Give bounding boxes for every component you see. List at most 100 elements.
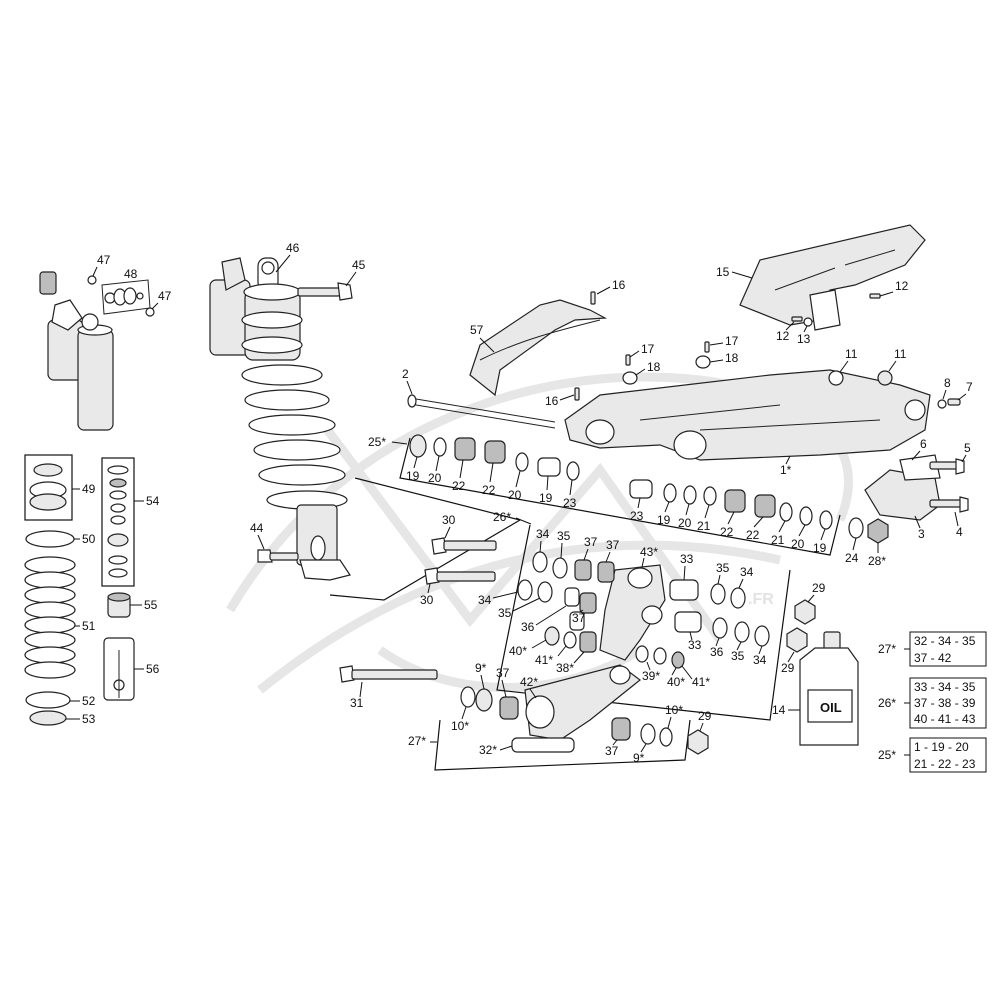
callout-8: 8 [944, 376, 951, 390]
callout-47: 47 [158, 289, 172, 303]
chain-slider-57[interactable] [469, 299, 608, 397]
bearing-row-swingarm[interactable] [409, 434, 833, 530]
callout-19: 19 [406, 469, 420, 483]
callout-55: 55 [144, 598, 158, 612]
kit-parts-line: 40 - 41 - 43 [914, 712, 976, 726]
clevis-56[interactable] [103, 637, 135, 701]
linkage-bolt-30-lower[interactable] [424, 567, 496, 585]
pullrod-bearings-27[interactable] [460, 686, 673, 753]
callout-45: 45 [352, 258, 366, 272]
seal-kit-54[interactable] [101, 457, 135, 587]
callout-41: 41* [535, 653, 553, 667]
callout-34: 34 [753, 653, 767, 667]
callout-21: 21 [771, 533, 785, 547]
callout-6: 6 [920, 437, 927, 451]
callout-20: 20 [791, 537, 805, 551]
bearing-kit-25-frame [399, 437, 841, 556]
kit-parts-line: 1 - 19 - 20 [914, 740, 969, 754]
retainer-53[interactable] [29, 710, 67, 726]
nut-28[interactable] [867, 518, 889, 544]
washer-13[interactable] [803, 317, 813, 327]
screw-12-a[interactable] [869, 293, 881, 299]
callout-15: 15 [716, 265, 730, 279]
chain-guard-15[interactable] [739, 224, 926, 331]
callout-20: 20 [508, 488, 522, 502]
plug-11-b[interactable] [877, 370, 893, 386]
pullrod-bolt-31[interactable] [339, 665, 438, 683]
spring-adjuster-49[interactable] [24, 454, 73, 521]
callout-37: 37 [496, 666, 510, 680]
callout-26: 26* [493, 510, 511, 524]
kit-name: 25* [878, 748, 896, 762]
kit-parts-line: 33 - 34 - 35 [914, 680, 976, 694]
callout-23: 23 [563, 496, 577, 510]
callout-34: 34 [536, 527, 550, 541]
screw-16-a[interactable] [590, 291, 596, 305]
valve-kit-48[interactable] [101, 279, 151, 315]
bump-stop-55[interactable] [107, 592, 131, 618]
callout-47: 47 [97, 253, 111, 267]
nut-29-c[interactable] [687, 729, 709, 755]
washer-24[interactable] [848, 517, 864, 539]
swingarm-1[interactable] [564, 369, 931, 461]
washer-47-upper[interactable] [87, 275, 97, 285]
callout-18: 18 [647, 360, 661, 374]
callout-4: 4 [956, 525, 963, 539]
callout-29: 29 [812, 581, 826, 595]
callout-17: 17 [725, 334, 739, 348]
callout-25: 25* [368, 435, 386, 449]
callout-42: 42* [520, 675, 538, 689]
clip-18-a[interactable] [622, 371, 638, 385]
callout-37: 37 [584, 535, 598, 549]
linkage-bearings-26[interactable] [517, 551, 770, 669]
rocker-43[interactable] [599, 564, 666, 661]
shock-upper-bolt[interactable] [297, 282, 353, 301]
clip-18-b[interactable] [695, 355, 711, 369]
washer-8[interactable] [937, 399, 947, 409]
bolt-4[interactable] [929, 496, 969, 513]
oil-bottle-14[interactable]: OIL [799, 631, 859, 746]
swingarm-axle-2[interactable] [407, 394, 556, 429]
callout-28: 28* [868, 554, 886, 568]
callout-22: 22 [482, 483, 496, 497]
callout-19: 19 [813, 541, 827, 555]
spring-guide-52[interactable] [25, 691, 71, 709]
plug-11-a[interactable] [828, 370, 844, 386]
chain-adjuster-3-6[interactable] [864, 454, 941, 521]
callout-35: 35 [498, 606, 512, 620]
callout-20: 20 [428, 471, 442, 485]
spring-seat-50[interactable] [25, 530, 75, 548]
shock-reservoir-detail[interactable] [39, 271, 114, 431]
bolt-5[interactable] [929, 458, 965, 475]
callout-34: 34 [740, 565, 754, 579]
callout-29: 29 [781, 661, 795, 675]
callout-51: 51 [82, 619, 96, 633]
screw-17-b[interactable] [704, 341, 710, 353]
rear-shock-absorber[interactable] [209, 257, 351, 581]
callout-22: 22 [746, 528, 760, 542]
callout-52: 52 [82, 694, 96, 708]
callout-11: 11 [845, 347, 858, 361]
callout-37: 37 [572, 611, 586, 625]
callout-12: 12 [776, 329, 790, 343]
nut-29-a[interactable] [794, 599, 816, 625]
washer-47-lower[interactable] [145, 307, 155, 317]
callout-17: 17 [641, 342, 655, 356]
callout-10: 10* [665, 703, 683, 717]
bolt-7[interactable] [947, 398, 961, 406]
callout-33: 33 [680, 552, 694, 566]
shock-lower-bolt[interactable] [257, 549, 299, 563]
screw-17-a[interactable] [625, 354, 631, 366]
spring-51[interactable] [24, 556, 76, 679]
linkage-bolt-30-upper[interactable] [431, 537, 497, 555]
callout-48: 48 [124, 267, 138, 281]
kit-parts-line: 37 - 42 [914, 651, 952, 665]
screw-12-b[interactable] [791, 316, 803, 322]
callout-27: 27* [408, 734, 426, 748]
shock-link-guide [329, 477, 522, 601]
screw-16-b[interactable] [574, 387, 580, 401]
callout-50: 50 [82, 532, 96, 546]
nut-29-b[interactable] [786, 627, 808, 653]
pullrod-42[interactable] [524, 664, 641, 741]
